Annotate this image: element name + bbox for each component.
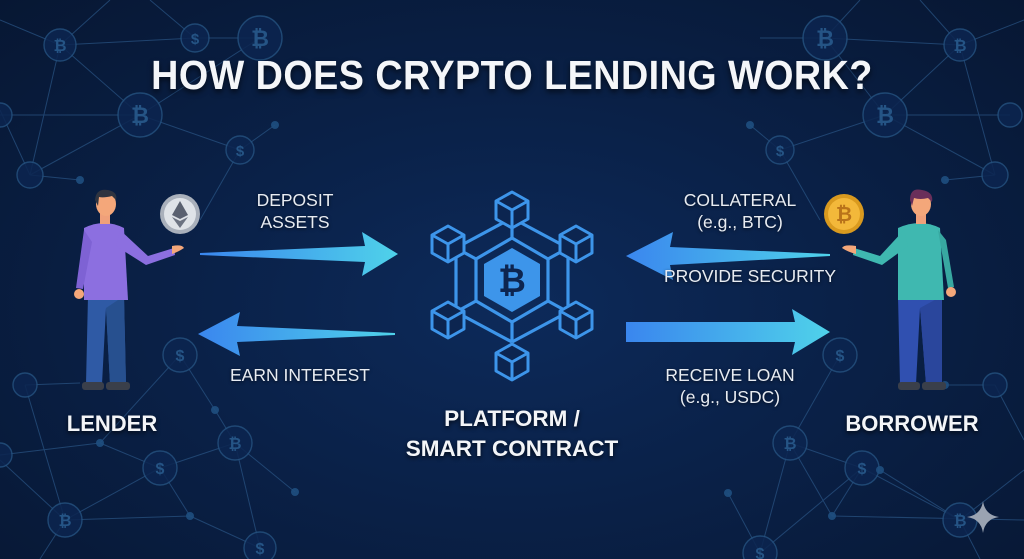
collateral-label: COLLATERAL (e.g., BTC) [660,189,820,233]
svg-text:₿: ₿ [836,204,852,226]
page-title: HOW DOES CRYPTO LENDING WORK? [151,52,873,98]
earn-interest-label: EARN INTEREST [215,364,385,386]
borrower-figure [842,189,956,390]
svg-text:₿: ₿ [783,435,796,453]
lender-label: LENDER [66,411,158,436]
bitcoin-coin-icon: ₿ [824,194,864,234]
svg-text:₿: ₿ [131,103,149,128]
provide-security-label: PROVIDE SECURITY [650,265,850,287]
collateral-arrow [626,232,830,280]
svg-text:₿: ₿ [876,103,894,128]
deposit-line1: DEPOSIT [256,190,334,210]
earn-interest-text: EARN INTEREST [229,365,371,385]
svg-text:$: $ [236,143,245,160]
deposit-assets-label: DEPOSIT ASSETS [230,189,360,233]
svg-text:₿: ₿ [953,512,966,530]
svg-text:$: $ [776,143,785,160]
svg-text:₿: ₿ [58,512,71,530]
provide-security-text: PROVIDE SECURITY [663,266,837,286]
earn-interest-arrow [198,312,395,356]
platform-line2: SMART CONTRACT [405,436,619,461]
svg-text:₿: ₿ [953,37,966,55]
lender-figure [74,189,184,390]
svg-text:₿: ₿ [53,37,66,55]
blockchain-hexagon-bitcoin-icon: ₿ [430,190,594,382]
svg-text:$: $ [756,546,765,559]
receive-loan-arrow [626,309,830,355]
ethereum-coin-icon [160,194,200,234]
receive-loan-line1: RECEIVE LOAN [665,365,795,385]
deposit-line2: ASSETS [260,212,330,232]
svg-text:₿: ₿ [251,26,269,51]
svg-text:₿: ₿ [498,262,526,300]
svg-text:₿: ₿ [228,435,241,453]
svg-text:$: $ [858,461,867,478]
svg-text:$: $ [176,348,185,365]
platform-label: PLATFORM / SMART CONTRACT [380,404,644,464]
svg-text:$: $ [191,31,200,48]
collateral-line1: COLLATERAL [683,190,797,210]
receive-loan-line2: (e.g., USDC) [679,387,781,407]
svg-text:₿: ₿ [816,26,834,51]
collateral-line2: (e.g., BTC) [697,212,783,232]
sparkle-icon [967,501,999,533]
svg-text:$: $ [836,348,845,365]
platform-line1: PLATFORM / [444,406,580,431]
svg-text:$: $ [156,461,165,478]
borrower-label: BORROWER [845,411,979,436]
receive-loan-label: RECEIVE LOAN (e.g., USDC) [650,364,810,408]
deposit-arrow [200,232,398,276]
svg-text:$: $ [256,541,265,558]
